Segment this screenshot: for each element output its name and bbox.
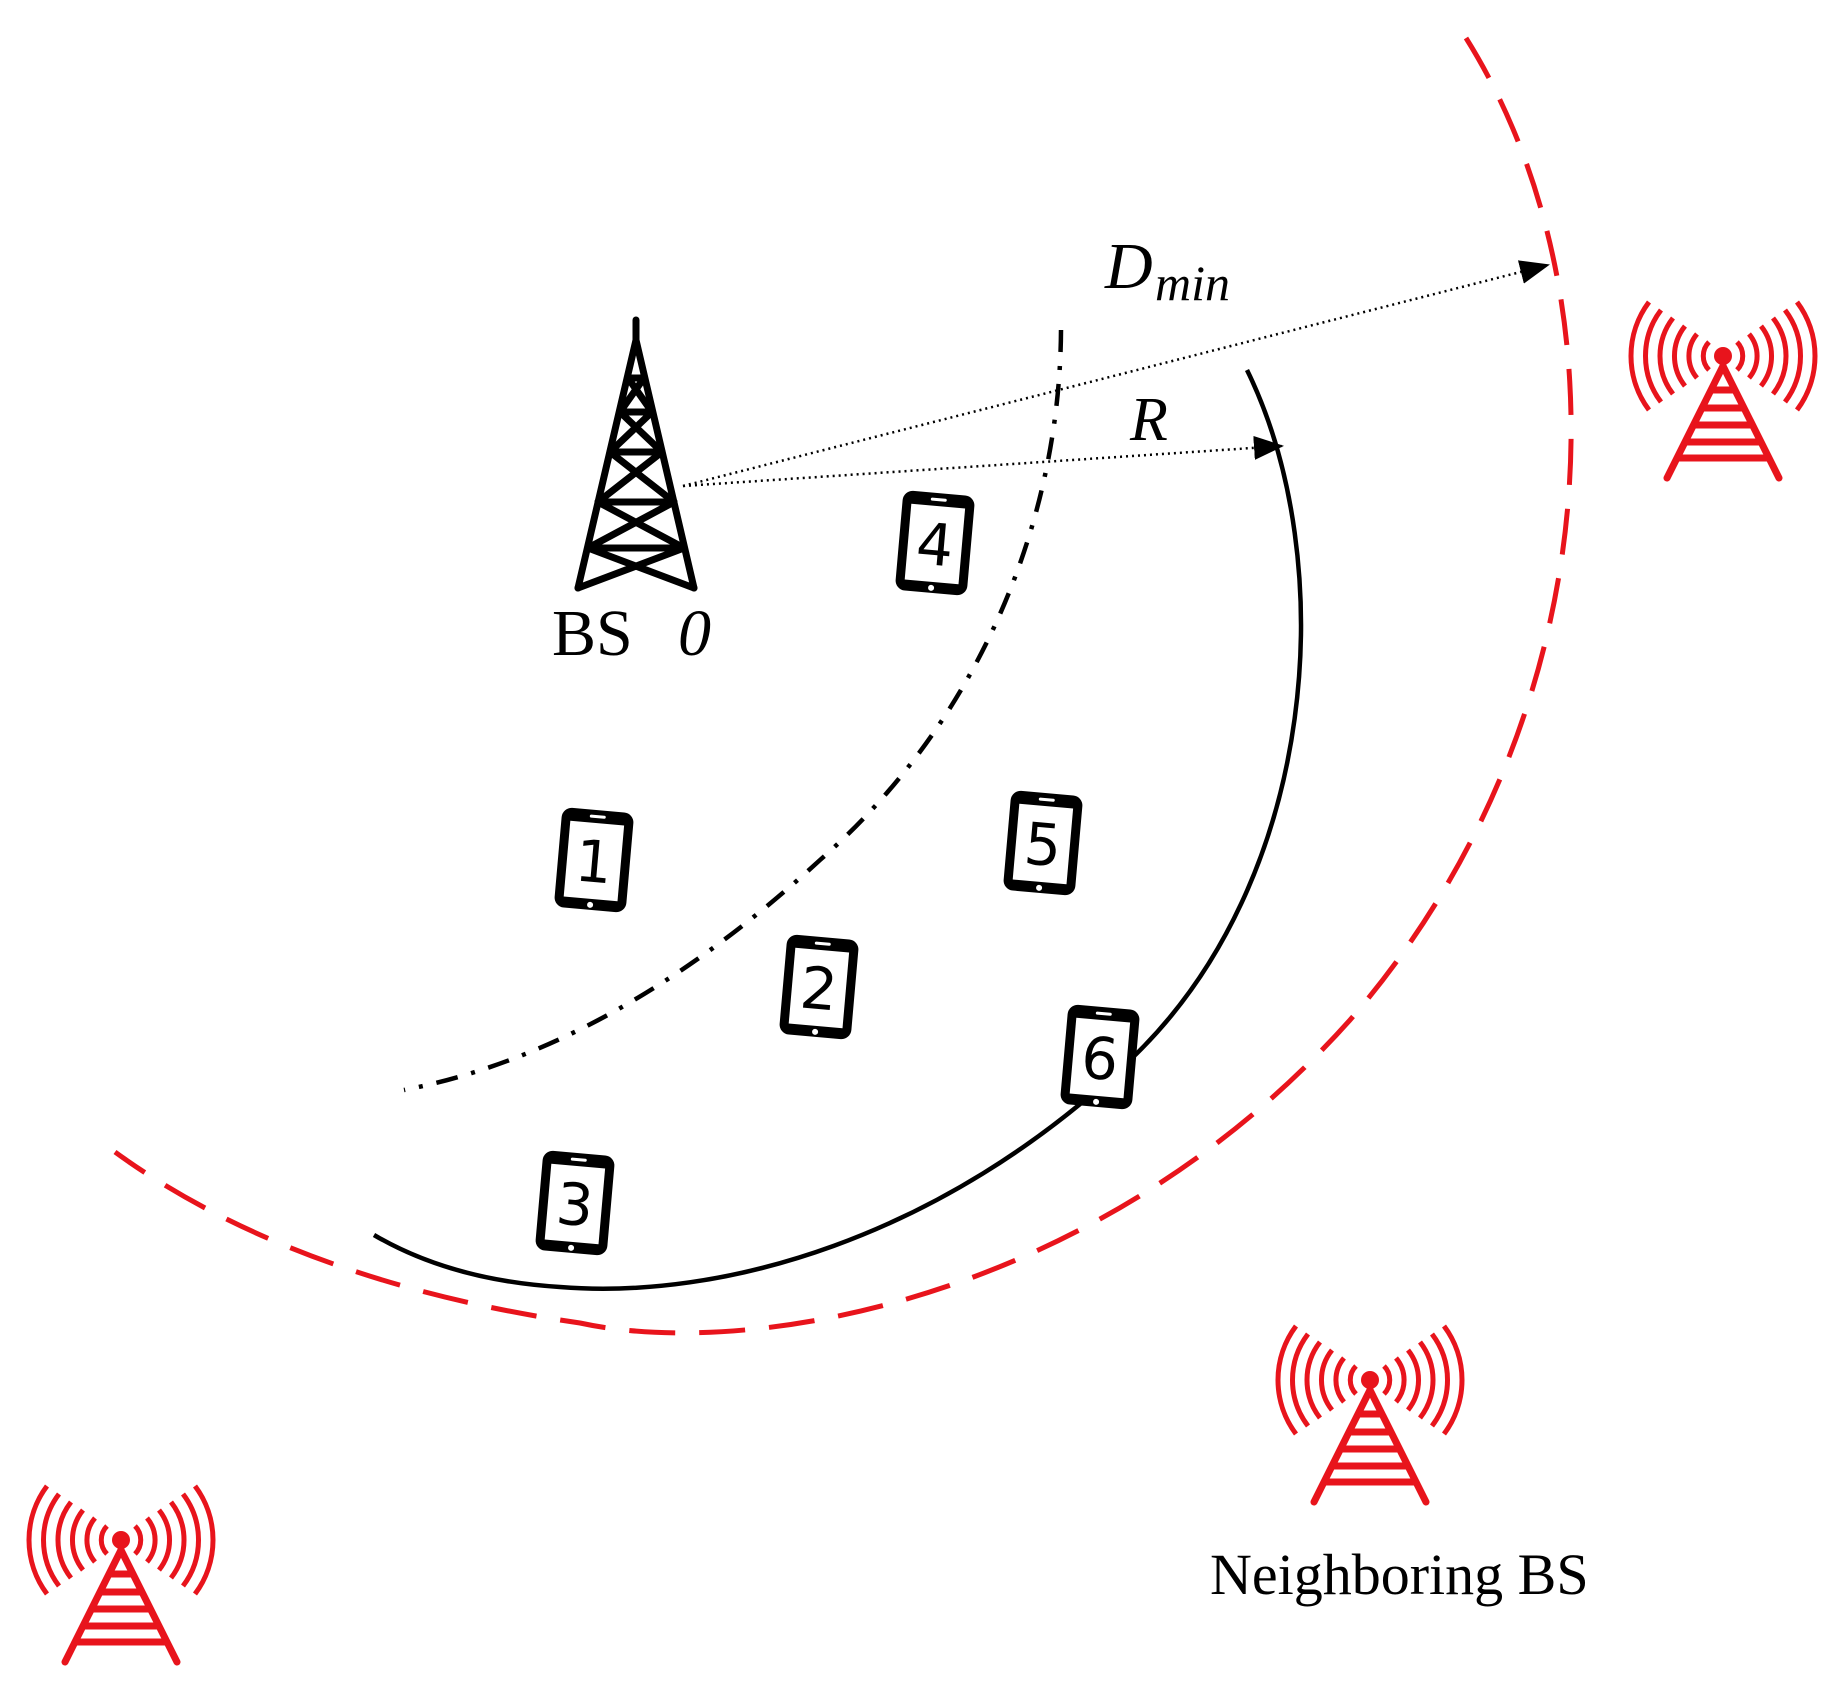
dmin-subscript: min xyxy=(1155,255,1230,311)
inner-boundary-arc xyxy=(403,329,1064,1093)
user-id-label: 1 xyxy=(572,827,615,898)
radio-tower-signal-icon xyxy=(1631,302,1815,478)
serving-bs-index: 0 xyxy=(678,597,711,670)
radius-label: R xyxy=(1129,386,1168,454)
cell-edge-arc xyxy=(372,369,1304,1291)
user-device-6: 6 xyxy=(1059,1004,1141,1110)
user-device-5: 5 xyxy=(1002,790,1084,896)
serving-bs-label: BS xyxy=(552,597,633,670)
user-device-2: 2 xyxy=(778,934,860,1040)
user-id-label: 2 xyxy=(797,954,840,1025)
user-device-1: 1 xyxy=(553,807,635,913)
radio-tower-signal-icon xyxy=(29,1486,213,1662)
user-id-label: 3 xyxy=(553,1170,596,1241)
user-id-label: 6 xyxy=(1078,1024,1121,1095)
radius-arrow xyxy=(682,435,1284,488)
neighbor-bs-label: Neighboring BS xyxy=(1210,1542,1589,1607)
exclusion-boundary-arc xyxy=(113,36,1574,1336)
user-id-label: 4 xyxy=(913,510,956,581)
dmin-label: D xyxy=(1104,230,1153,303)
user-device-4: 4 xyxy=(894,490,976,596)
user-id-label: 5 xyxy=(1021,810,1064,881)
radio-tower-signal-icon xyxy=(1278,1326,1462,1502)
lattice-tower-icon xyxy=(574,316,698,592)
user-device-3: 3 xyxy=(534,1150,616,1256)
